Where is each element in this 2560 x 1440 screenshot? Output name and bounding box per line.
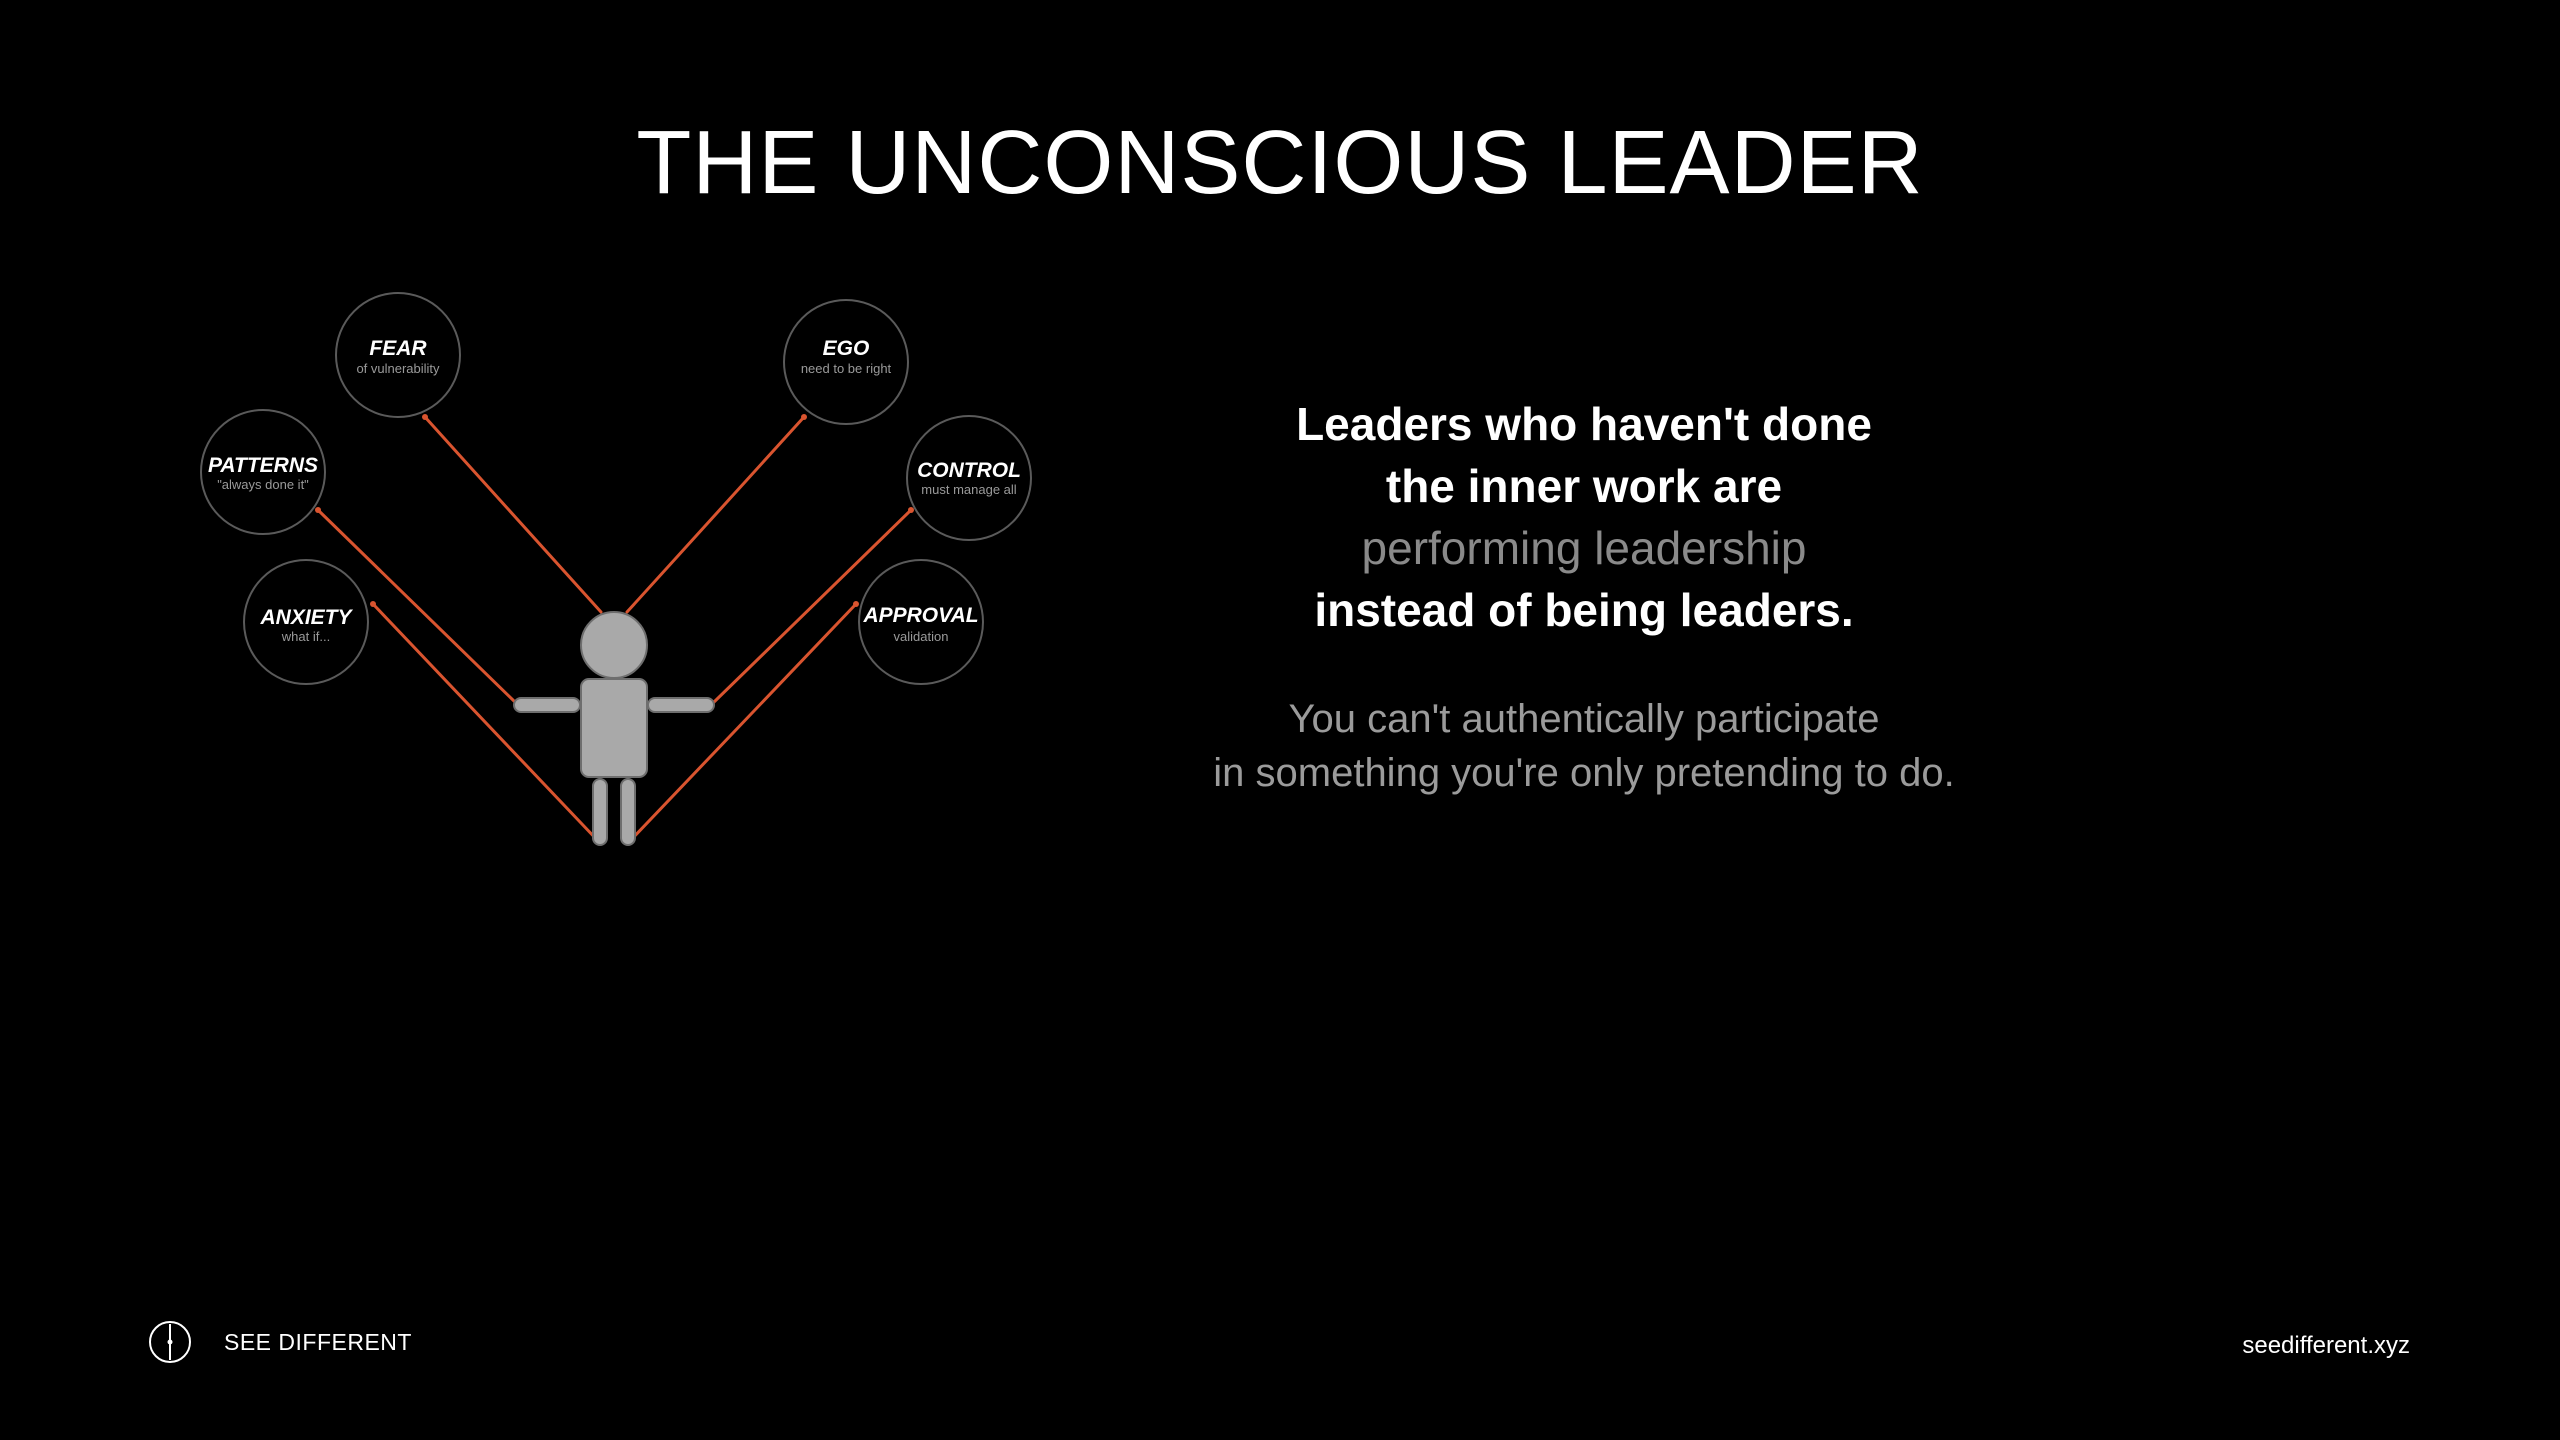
anchor-dot — [908, 507, 914, 513]
puppet-strings — [316, 415, 913, 845]
anchor-dot — [370, 601, 376, 607]
footer-brand: SEE DIFFERENT — [148, 1318, 412, 1366]
puppet-body — [580, 678, 648, 778]
node-control-sublabel: must manage all — [921, 482, 1016, 497]
anchor-dot — [801, 414, 807, 420]
anchor-dot — [422, 414, 428, 420]
string-anchors — [315, 414, 914, 607]
statement-line-1: Leaders who haven't done — [1296, 398, 1872, 450]
node-control: CONTROL must manage all — [906, 415, 1032, 541]
string-patterns — [316, 508, 518, 705]
key-statement: Leaders who haven't done the inner work … — [1184, 393, 1984, 641]
node-fear: FEAR of vulnerability — [335, 292, 461, 418]
website-url: seedifferent.xyz — [2242, 1332, 2410, 1359]
statement-line-4: instead of being leaders. — [1314, 584, 1854, 636]
node-fear-sublabel: of vulnerability — [356, 361, 440, 376]
puppet-figure — [513, 611, 715, 846]
node-anxiety: ANXIETY what if... — [243, 559, 369, 685]
node-ego-label: EGO — [823, 337, 870, 360]
node-patterns: PATTERNS "always done it" — [200, 409, 326, 535]
puppet-right-arm — [647, 697, 715, 713]
puppet-left-arm — [513, 697, 581, 713]
sub-statement-line-2: in something you're only pretending to d… — [1213, 751, 1955, 795]
node-control-label: CONTROL — [917, 459, 1021, 482]
node-patterns-label: PATTERNS — [208, 454, 318, 477]
node-approval-sublabel: validation — [894, 629, 949, 644]
statement-line-3: performing leadership — [1361, 522, 1807, 574]
puppet-right-leg — [620, 778, 636, 846]
string-anxiety — [371, 602, 602, 845]
node-ego: EGO need to be right — [783, 299, 909, 425]
string-fear — [423, 415, 603, 614]
puppet-left-leg — [592, 778, 608, 846]
node-fear-label: FEAR — [369, 337, 427, 360]
node-ego-sublabel: need to be right — [801, 361, 892, 376]
node-approval: APPROVAL validation — [858, 559, 984, 685]
sub-statement-line-1: You can't authentically participate — [1288, 697, 1880, 741]
node-patterns-sublabel: "always done it" — [217, 477, 309, 492]
slide-title: THE UNCONSCIOUS LEADER — [636, 113, 1924, 213]
anchor-dot — [853, 601, 859, 607]
anchor-dot — [315, 507, 321, 513]
node-anxiety-sublabel: what if... — [281, 629, 330, 644]
puppet-head — [580, 611, 648, 679]
string-control — [711, 508, 913, 705]
string-ego — [625, 415, 806, 614]
string-approval — [626, 602, 858, 845]
supporting-statement: You can't authentically participate in s… — [1134, 692, 2034, 800]
node-anxiety-label: ANXIETY — [259, 606, 353, 629]
compass-icon — [149, 1321, 191, 1363]
brand-name: SEE DIFFERENT — [224, 1328, 412, 1355]
node-approval-label: APPROVAL — [862, 604, 978, 627]
statement-line-2: the inner work are — [1385, 460, 1783, 512]
